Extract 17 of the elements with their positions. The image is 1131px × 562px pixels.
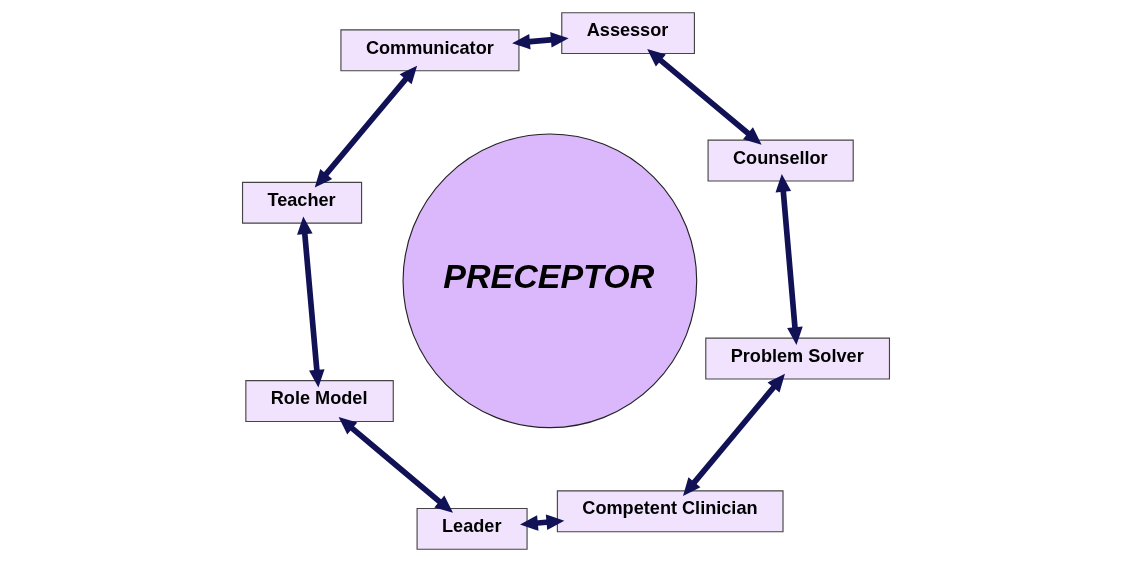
node-box: Leader	[416, 507, 528, 550]
node-box: Role Model	[244, 380, 394, 423]
node-box: Competent Clinician	[556, 490, 784, 533]
arrow	[519, 514, 564, 531]
node-circle: PRECEPTOR	[402, 133, 697, 429]
node-box: Problem Solver	[704, 337, 890, 380]
arrow	[511, 32, 569, 50]
node-box: Teacher	[241, 181, 362, 224]
arrow	[338, 417, 453, 513]
arrow	[775, 173, 803, 345]
arrow	[682, 373, 785, 496]
arrow	[646, 49, 762, 145]
node-box: Assessor	[560, 12, 695, 55]
node-box: Counsellor	[707, 139, 854, 182]
arrow	[314, 65, 417, 188]
node-box: Communicator	[339, 29, 519, 72]
arrow	[296, 216, 325, 388]
